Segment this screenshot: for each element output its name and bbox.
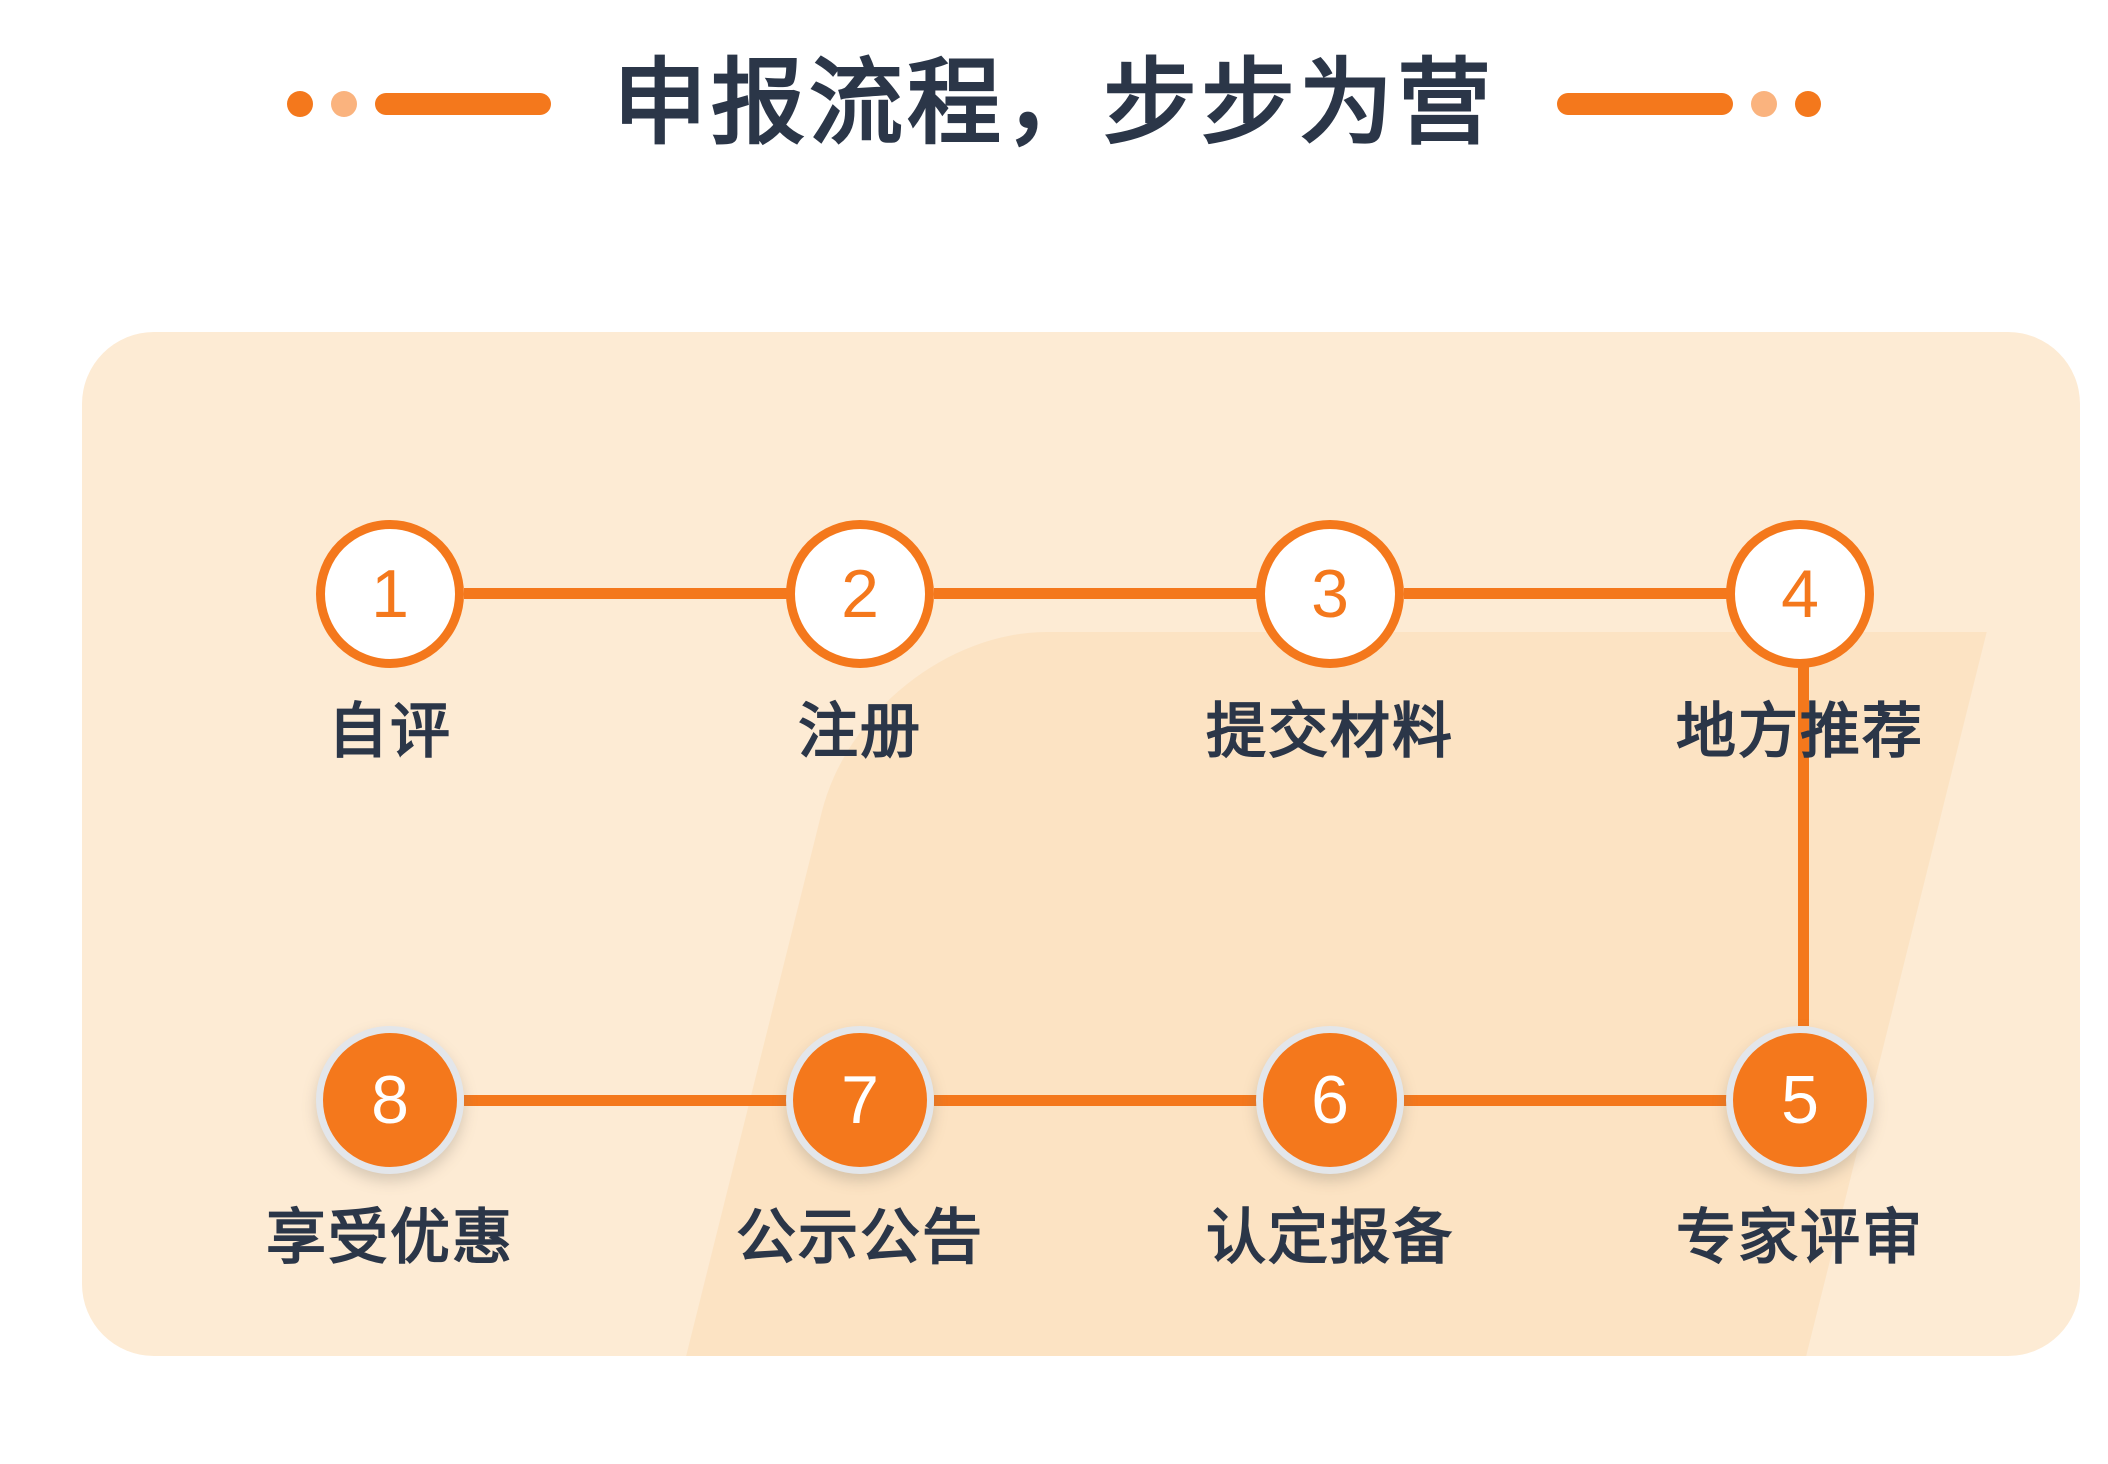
step-number: 1	[371, 556, 409, 632]
decor-bar-icon	[1557, 93, 1733, 115]
header-decoration-right	[1557, 91, 1821, 117]
step-node-1[interactable]: 1	[316, 520, 464, 668]
process-flow-diagram: 1 2 3 4 自评 注册 提交材料 地方推荐 8 7 6 5 享受优惠 公示公…	[82, 332, 2080, 1356]
step-number: 7	[841, 1062, 879, 1138]
step-node-8[interactable]: 8	[316, 1026, 464, 1174]
step-label-7: 公示公告	[736, 1203, 984, 1273]
step-number: 3	[1311, 556, 1349, 632]
decor-dot-soft-icon	[1751, 91, 1777, 117]
step-number: 6	[1311, 1062, 1349, 1138]
step-number: 5	[1781, 1062, 1819, 1138]
step-node-4[interactable]: 4	[1726, 520, 1874, 668]
connector-2-3	[934, 588, 1328, 599]
decor-dot-strong-icon	[286, 91, 313, 117]
connector-6-7	[934, 1095, 1328, 1106]
step-label-3: 提交材料	[1206, 697, 1454, 767]
page-header: 申报流程，步步为营	[0, 44, 2108, 164]
step-label-5: 专家评审	[1676, 1203, 1924, 1273]
step-number: 4	[1781, 556, 1819, 632]
decor-dot-soft-icon	[330, 91, 357, 117]
flow-card: 1 2 3 4 自评 注册 提交材料 地方推荐 8 7 6 5 享受优惠 公示公…	[82, 332, 2080, 1356]
connector-4-5	[1798, 662, 1809, 1026]
step-label-6: 认定报备	[1206, 1203, 1454, 1273]
step-number: 8	[371, 1062, 409, 1138]
page-title: 申报流程，步步为营	[612, 49, 1495, 158]
decor-bar-icon	[374, 93, 551, 115]
connector-3-4	[1404, 588, 1798, 599]
step-node-7[interactable]: 7	[786, 1026, 934, 1174]
step-label-4: 地方推荐	[1676, 697, 1924, 767]
connector-5-6	[1404, 1095, 1798, 1106]
step-node-2[interactable]: 2	[786, 520, 934, 668]
step-label-2: 注册	[798, 697, 922, 767]
step-node-5[interactable]: 5	[1726, 1026, 1874, 1174]
connector-1-2	[464, 588, 858, 599]
step-label-1: 自评	[328, 697, 452, 767]
step-number: 2	[841, 556, 879, 632]
header-decoration-left	[286, 91, 551, 117]
step-node-3[interactable]: 3	[1256, 520, 1404, 668]
connector-7-8	[464, 1095, 858, 1106]
decor-dot-strong-icon	[1795, 91, 1821, 117]
step-label-8: 享受优惠	[266, 1203, 514, 1273]
step-node-6[interactable]: 6	[1256, 1026, 1404, 1174]
